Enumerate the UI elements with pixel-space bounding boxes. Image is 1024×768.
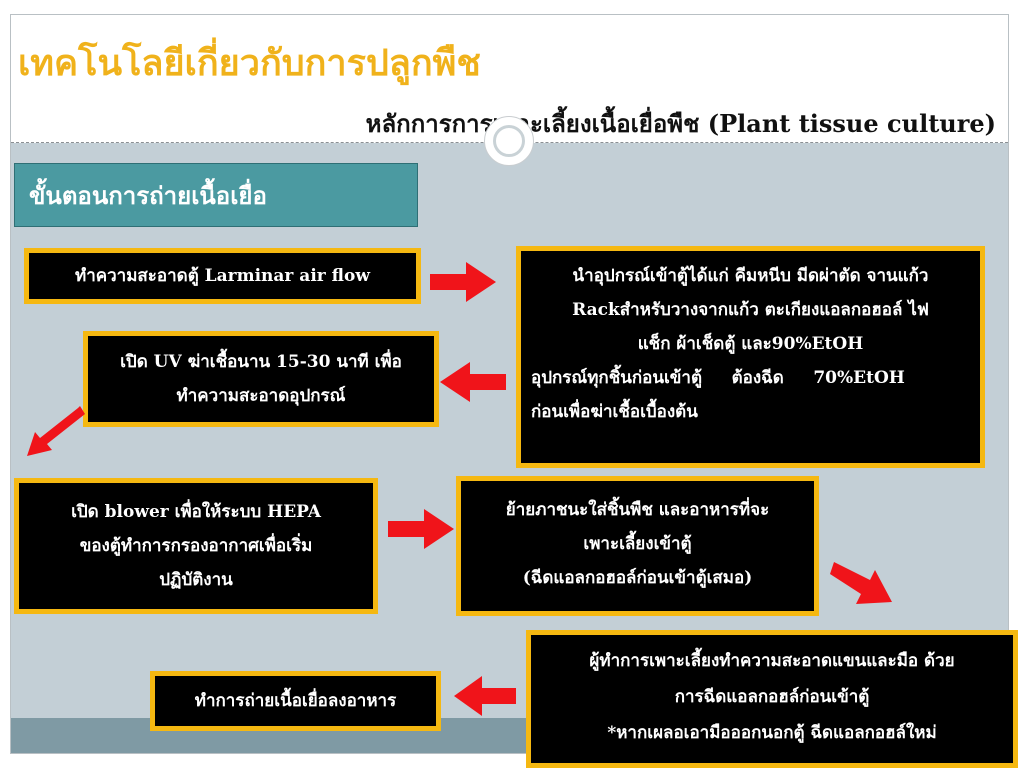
step-bring-tools: นำอุปกรณ์เข้าตู้ได้แก่ คีมหนีบ มีดผ่าตัด… bbox=[516, 246, 985, 468]
red-arrow-icon bbox=[440, 362, 506, 402]
step-clean-hood-text: ทำความสะอาดตู้ Larminar air flow bbox=[75, 266, 370, 286]
step-uv: เปิด UV ฆ่าเชื้อนาน 15-30 นาที เพื่อ ทำค… bbox=[83, 331, 439, 427]
red-arrow-icon bbox=[388, 509, 454, 549]
transfer-text: ทำการถ่ายเนื้อเยื่อลงอาหาร bbox=[194, 691, 397, 711]
step-move-dishes: ย้ายภาชนะใส่ชิ้นพืช และอาหารที่จะ เพาะเล… bbox=[456, 476, 819, 616]
bring-tools-line-2: Rackสำหรับวางจากแก้ว ตะเกียงแอลกอฮอล์ ไฟ bbox=[572, 300, 929, 320]
blower-line-2: ของตู้ทำการกรองอากาศเพื่อเริ่ม bbox=[79, 536, 313, 556]
red-arrow-icon bbox=[430, 262, 496, 302]
step-transfer-tissue: ทำการถ่ายเนื้อเยื่อลงอาหาร bbox=[150, 671, 441, 731]
bring-tools-line-4: อุปกรณ์ทุกชิ้นก่อนเข้าตู้ ต้องฉีด 70%EtO… bbox=[531, 368, 905, 388]
section-label: ขั้นตอนการถ่ายเนื้อเยื่อ bbox=[14, 163, 418, 227]
red-arrow-icon bbox=[27, 406, 85, 456]
step-wash-hands: ผู้ทำการเพาะเลี้ยงทำความสะอาดแขนและมือ ด… bbox=[526, 630, 1018, 768]
bring-tools-line-1: นำอุปกรณ์เข้าตู้ได้แก่ คีมหนีบ มีดผ่าตัด… bbox=[572, 266, 929, 286]
blower-line-3: ปฏิบัติงาน bbox=[159, 570, 233, 590]
bring-tools-line-5: ก่อนเพื่อฆ่าเชื้อเบื้องต้น bbox=[531, 402, 698, 422]
step-blower: เปิด blower เพื่อให้ระบบ HEPA ของตู้ทำกา… bbox=[14, 478, 378, 614]
ring-ornament-icon bbox=[484, 116, 534, 166]
uv-line-2: ทำความสะอาดอุปกรณ์ bbox=[176, 386, 346, 406]
bring-tools-line-3: แช็ก ผ้าเช็ดตู้ และ90%EtOH bbox=[637, 334, 864, 354]
step-clean-hood: ทำความสะอาดตู้ Larminar air flow bbox=[24, 248, 421, 304]
ring-inner bbox=[493, 125, 525, 157]
wash-line-3: *หากเผลอเอามือออกนอกตู้ ฉีดแอลกอฮล์ใหม่ bbox=[607, 723, 937, 743]
red-arrow-icon bbox=[830, 562, 892, 604]
slide-frame bbox=[10, 14, 1009, 754]
move-line-3: (ฉีดแอลกอฮอล์ก่อนเข้าตู้เสมอ) bbox=[522, 568, 753, 588]
uv-line-1: เปิด UV ฆ่าเชื้อนาน 15-30 นาที เพื่อ bbox=[120, 352, 402, 372]
move-line-2: เพาะเลี้ยงเข้าตู้ bbox=[583, 534, 692, 554]
slide-title: เทคโนโลยีเกี่ยวกับการปลูกพืช bbox=[18, 42, 481, 84]
move-line-1: ย้ายภาชนะใส่ชิ้นพืช และอาหารที่จะ bbox=[505, 500, 770, 520]
slide-subtitle: หลักการการเพาะเลี้ยงเนื้อเยื่อพืช (Plant… bbox=[365, 109, 996, 138]
blower-line-1: เปิด blower เพื่อให้ระบบ HEPA bbox=[71, 502, 321, 522]
red-arrow-icon bbox=[454, 676, 516, 716]
wash-line-1: ผู้ทำการเพาะเลี้ยงทำความสะอาดแขนและมือ ด… bbox=[589, 651, 955, 671]
wash-line-2: การฉีดแอลกอฮล์ก่อนเข้าตู้ bbox=[674, 687, 870, 707]
